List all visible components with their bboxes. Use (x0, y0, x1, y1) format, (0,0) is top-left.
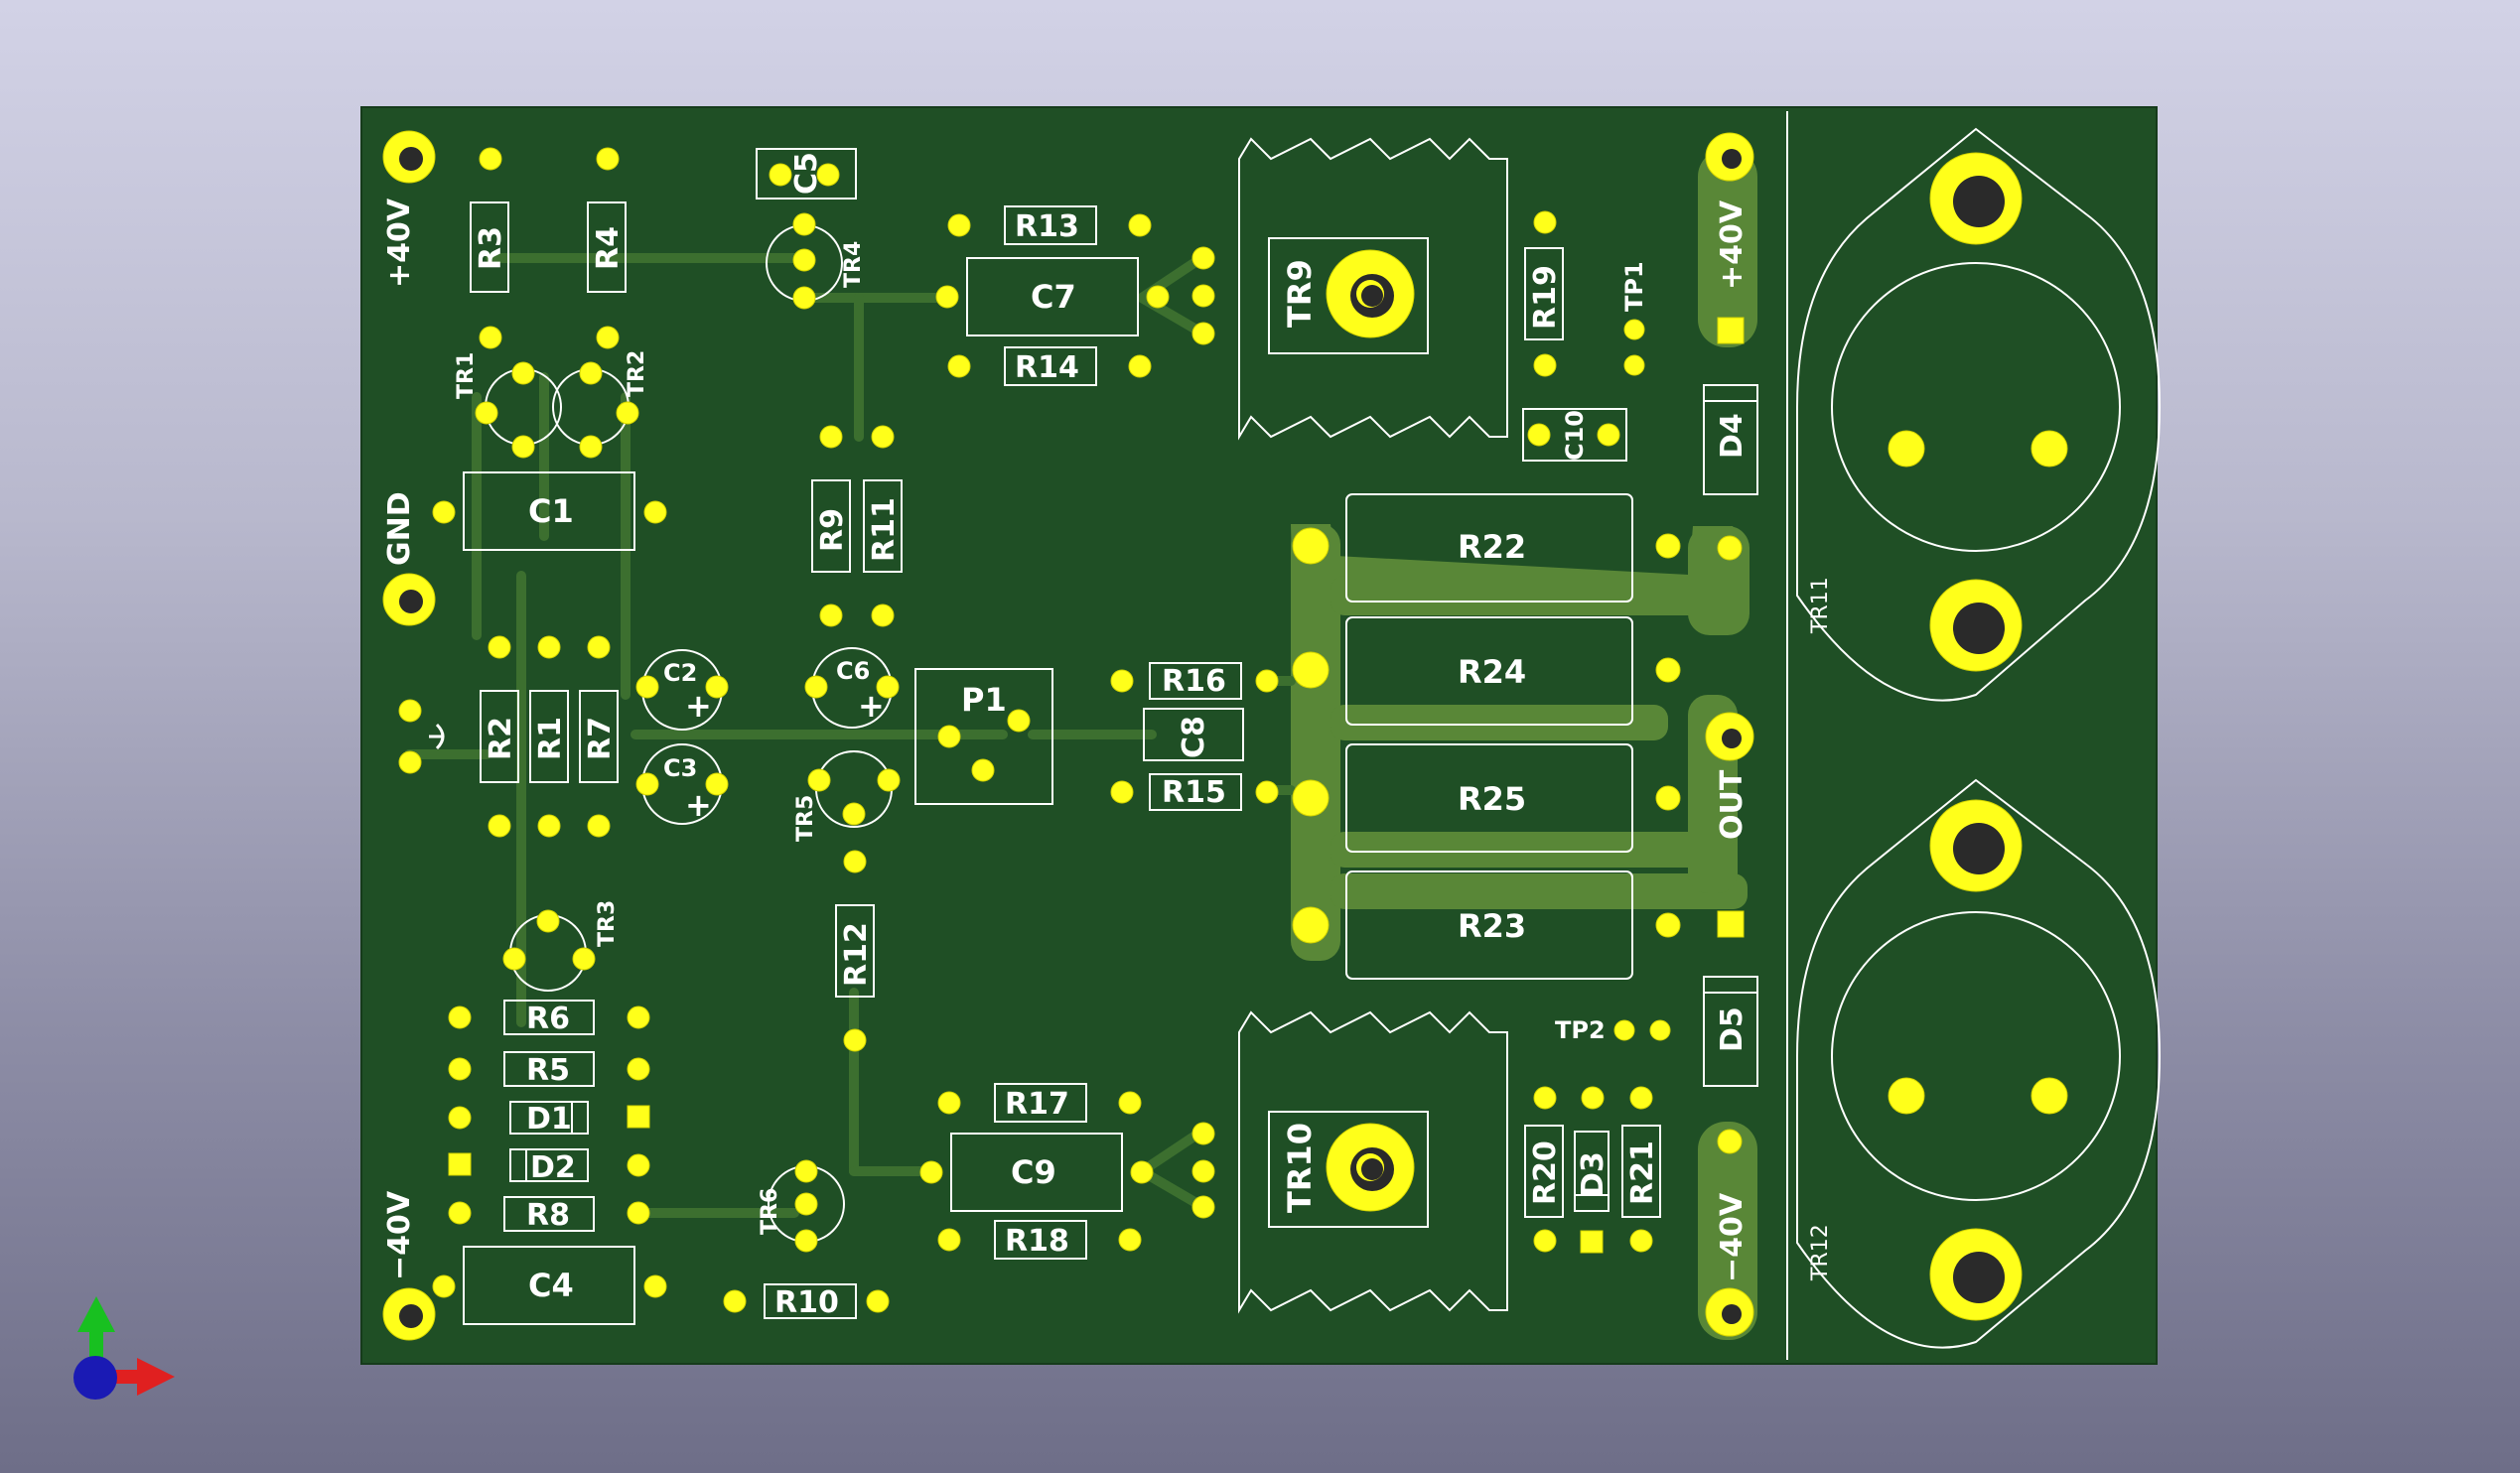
power-labels: +40V GND −40V +40V OUT −40V (382, 198, 1750, 1282)
label-pos40v-left: +40V (382, 198, 417, 288)
label-r15: R15 (1162, 775, 1226, 810)
pads-small (398, 147, 1745, 1313)
label-c2: C2 (663, 659, 697, 687)
label-tr6: TR6 (758, 1188, 782, 1235)
label-r7: R7 (583, 717, 618, 760)
label-d5: D5 (1715, 1006, 1750, 1052)
label-r21: R21 (1625, 1140, 1660, 1205)
label-r25: R25 (1458, 780, 1526, 818)
label-r5: R5 (526, 1053, 570, 1088)
label-c4: C4 (528, 1267, 574, 1304)
label-r18: R18 (1005, 1224, 1069, 1259)
label-tr5: TR5 (793, 795, 818, 842)
label-tr2: TR2 (625, 350, 649, 397)
pads-large (382, 130, 2068, 1341)
label-r19: R19 (1528, 265, 1563, 330)
label-tr1: TR1 (454, 352, 479, 399)
label-r2: R2 (484, 717, 518, 760)
label-neg40v-right: −40V (1715, 1192, 1750, 1282)
label-r8: R8 (526, 1198, 570, 1233)
label-pos40v-right: +40V (1715, 200, 1750, 290)
label-d1: D1 (526, 1102, 572, 1137)
label-c8: C8 (1177, 716, 1211, 758)
label-c10: C10 (1561, 410, 1589, 461)
label-c3: C3 (663, 754, 697, 782)
label-r9: R9 (815, 508, 850, 552)
silkscreen-outlines (463, 111, 2162, 1360)
label-p1: P1 (961, 681, 1007, 719)
label-c9: C9 (1011, 1153, 1056, 1191)
label-c5: C5 (789, 152, 824, 195)
label-r17: R17 (1005, 1087, 1069, 1122)
label-c1: C1 (528, 492, 574, 530)
label-gnd: GND (382, 491, 417, 566)
label-tr11: TR11 (1808, 577, 1833, 634)
label-r10: R10 (774, 1285, 839, 1320)
label-c6-plus: + (858, 687, 885, 725)
label-c7: C7 (1031, 278, 1076, 316)
label-d2: D2 (530, 1150, 576, 1185)
label-c6: C6 (836, 657, 870, 685)
label-r3: R3 (474, 226, 508, 270)
axis-y-arrow-head (77, 1296, 115, 1332)
component-labels: R3 R4 TR1 TR2 C1 R2 R1 R7 C2 + C3 + TR3 … (454, 152, 1833, 1320)
label-r1: R1 (533, 717, 568, 760)
label-r24: R24 (1458, 653, 1526, 691)
input-connector-symbol (429, 723, 445, 750)
copper-traces (404, 253, 1296, 1218)
label-tp1: TP1 (1620, 261, 1648, 312)
axis-orientation-gizmo (73, 1296, 175, 1400)
label-out: OUT (1715, 769, 1750, 840)
axis-z-sphere (73, 1356, 117, 1400)
label-c2-plus: + (685, 687, 712, 725)
label-r6: R6 (526, 1002, 570, 1036)
label-r12: R12 (839, 922, 874, 987)
label-tr3: TR3 (595, 900, 620, 947)
label-tr12: TR12 (1808, 1224, 1833, 1281)
label-tr4: TR4 (841, 241, 866, 288)
label-tr9: TR9 (1281, 259, 1319, 328)
label-d4: D4 (1715, 413, 1750, 459)
label-r16: R16 (1162, 664, 1226, 699)
label-tr10: TR10 (1281, 1123, 1319, 1213)
label-neg40v-left: −40V (382, 1190, 417, 1280)
label-r23: R23 (1458, 907, 1526, 945)
axis-x-arrow-head (137, 1358, 175, 1396)
label-r4: R4 (591, 226, 626, 270)
label-r14: R14 (1015, 350, 1079, 385)
label-r22: R22 (1458, 528, 1526, 566)
label-c3-plus: + (685, 786, 712, 824)
label-tp2: TP2 (1555, 1016, 1606, 1044)
label-r20: R20 (1528, 1140, 1563, 1205)
label-r11: R11 (867, 497, 902, 562)
label-r13: R13 (1015, 209, 1079, 244)
label-d3: D3 (1576, 1151, 1610, 1197)
